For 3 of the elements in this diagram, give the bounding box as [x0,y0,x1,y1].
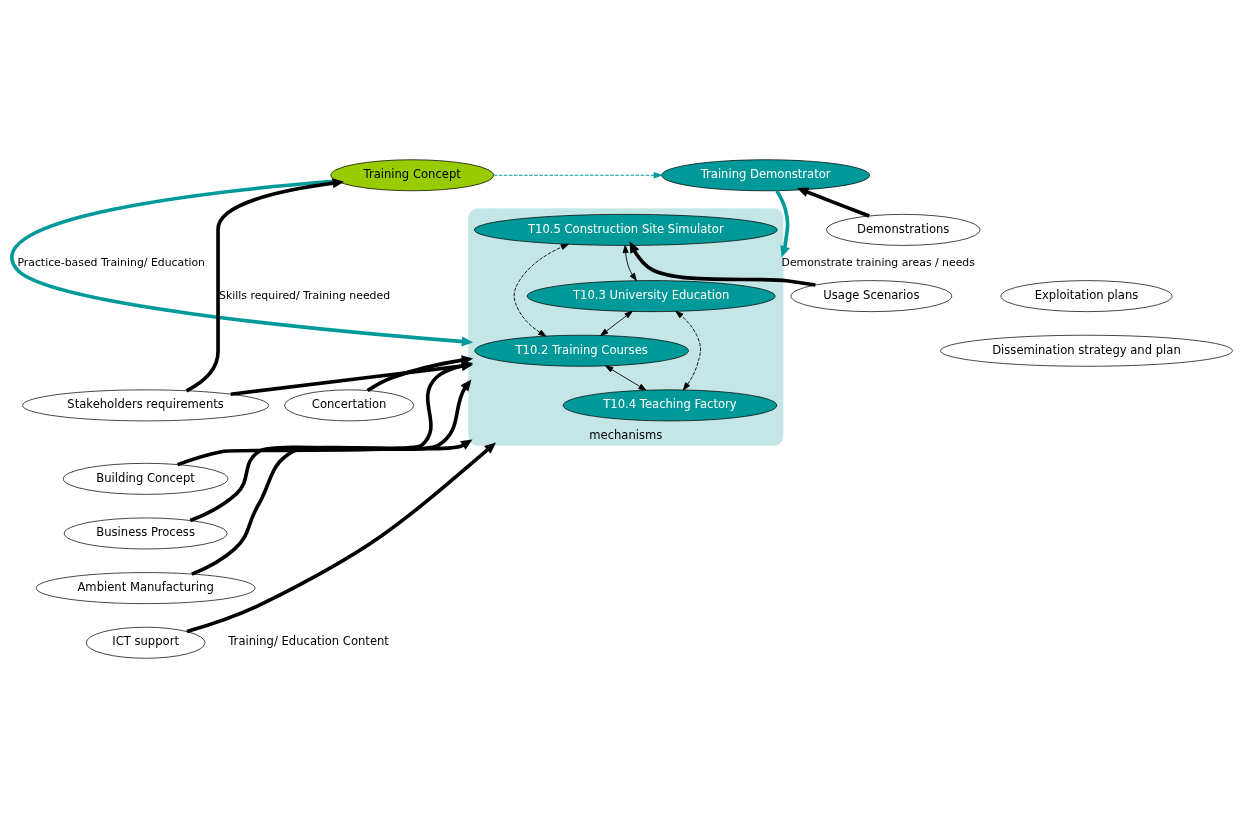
label: Training/ Education Content [228,634,389,649]
edge-label: Demonstrate training areas / needs [781,255,975,269]
edge-label: Practice-based Training/ Education [17,255,205,269]
